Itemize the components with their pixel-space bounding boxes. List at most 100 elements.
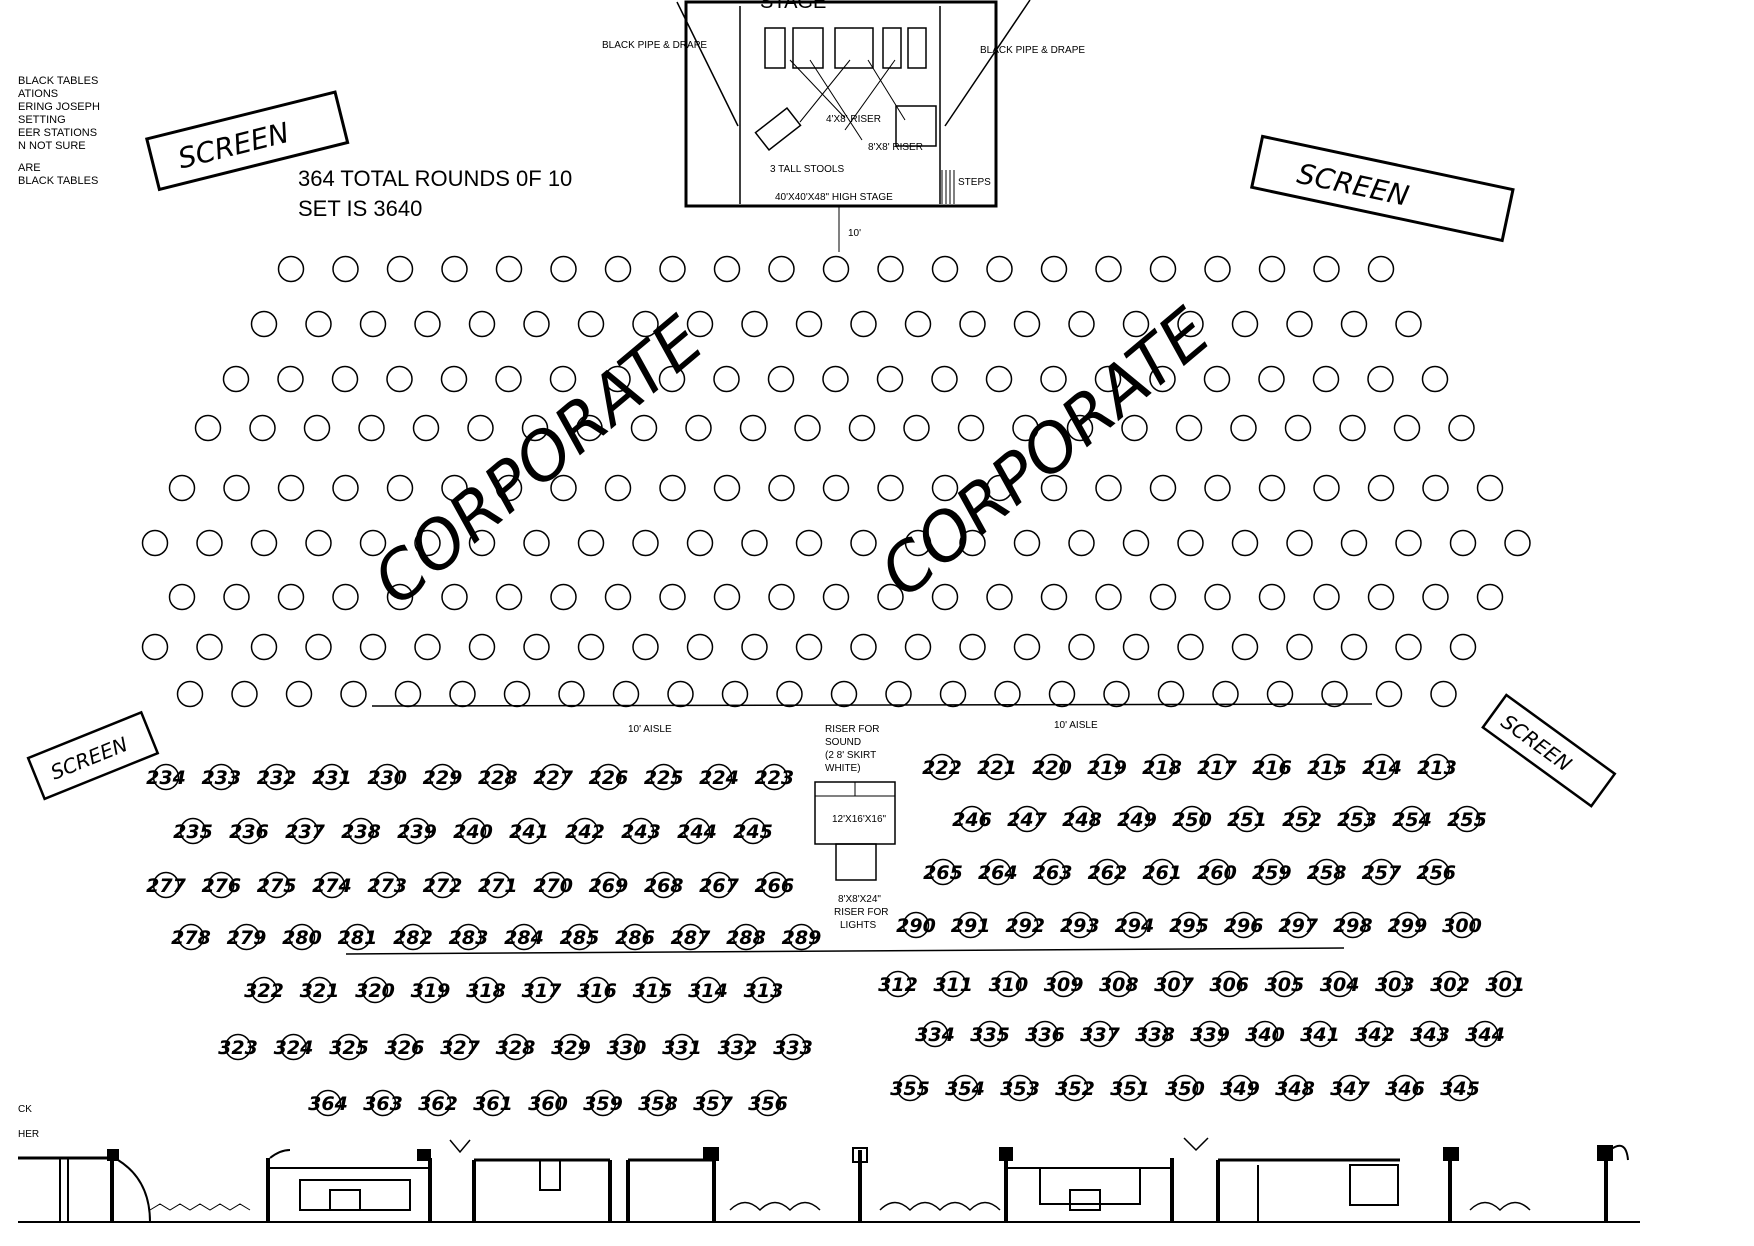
table-round: [848, 414, 876, 442]
table-number: 310: [989, 974, 1029, 996]
table-round: [250, 310, 278, 338]
table-round: [1321, 680, 1348, 708]
table-round: [822, 255, 850, 283]
table-number: 215: [1307, 757, 1347, 779]
table-round: [686, 529, 714, 557]
table-round: [1013, 805, 1041, 833]
table-number: 241: [509, 821, 549, 843]
table-round: [1339, 911, 1367, 939]
table-round: [1105, 970, 1133, 998]
table-round: [931, 474, 959, 502]
table-round: [683, 817, 711, 845]
table-round: [441, 583, 468, 611]
table-round: [776, 680, 803, 708]
table-number: 285: [560, 927, 600, 949]
legend-line: EER STATIONS: [18, 127, 97, 139]
table-round: [495, 365, 522, 393]
table-round: [332, 583, 359, 611]
table-number: 343: [1410, 1024, 1450, 1046]
table-number: 305: [1265, 974, 1305, 996]
table-number: 298: [1333, 915, 1373, 937]
table-round: [358, 414, 385, 442]
table-number: 318: [466, 980, 506, 1002]
table-number: 284: [504, 927, 544, 949]
table-round: [983, 753, 1011, 781]
table-round: [644, 1089, 672, 1117]
table-round: [768, 255, 795, 283]
table-number: 348: [1275, 1078, 1315, 1100]
table-number: 344: [1465, 1024, 1505, 1046]
table-round: [557, 1033, 585, 1061]
table-round: [403, 817, 431, 845]
table-round: [604, 255, 632, 283]
table-number: 336: [1025, 1024, 1065, 1046]
table-round: [931, 583, 959, 611]
table-number: 265: [923, 862, 963, 884]
table-number: 282: [393, 927, 433, 949]
table-round: [1476, 583, 1504, 611]
table-round: [1258, 583, 1286, 611]
table-number: 250: [1172, 809, 1212, 831]
table-round: [528, 976, 555, 1004]
table-round: [141, 633, 169, 661]
table-round: [277, 583, 305, 611]
table-round: [1203, 858, 1231, 886]
table-number: 232: [257, 767, 297, 789]
legend: BLACK TABLES ATIONS ERING JOSEPH SETTING…: [18, 75, 100, 187]
table-round: [1306, 1020, 1334, 1048]
table-round: [521, 414, 549, 442]
table-round: [1095, 474, 1122, 502]
table-round: [414, 633, 441, 661]
table-number: 328: [496, 1037, 536, 1059]
table-round: [369, 1089, 397, 1117]
table-round: [1284, 911, 1312, 939]
table-round: [468, 529, 496, 557]
table-round: [739, 414, 767, 442]
screen-label: SCREEN: [175, 116, 293, 175]
table-round: [1212, 680, 1239, 708]
table-number: 339: [1190, 1024, 1230, 1046]
table-number: 324: [274, 1037, 314, 1059]
table-number: 364: [308, 1093, 348, 1115]
legend-line: ARE: [18, 162, 41, 174]
table-round: [986, 583, 1013, 611]
table-round: [761, 763, 788, 791]
table-number: 244: [677, 821, 717, 843]
table-round: [1258, 753, 1286, 781]
table-round: [1258, 365, 1285, 393]
table-number: 325: [329, 1037, 369, 1059]
table-round: [658, 365, 686, 393]
table-round: [685, 414, 712, 442]
table-round: [1231, 633, 1259, 661]
table-number: 309: [1044, 974, 1084, 996]
table-round: [1258, 255, 1286, 283]
table-number: 349: [1220, 1078, 1260, 1100]
table-round: [224, 1033, 252, 1061]
table-round: [344, 923, 371, 951]
table-round: [595, 871, 622, 899]
table-round: [1103, 680, 1130, 708]
table-round: [904, 633, 932, 661]
table-round: [1068, 310, 1095, 338]
table-round: [705, 763, 733, 791]
table-number: 280: [282, 927, 322, 949]
table-round: [1149, 474, 1177, 502]
table-round: [1251, 1020, 1279, 1048]
table-round: [1436, 970, 1464, 998]
stage-panel: [792, 27, 824, 69]
table-round: [1233, 805, 1261, 833]
table-number: 214: [1362, 757, 1402, 779]
table-number: 267: [699, 875, 739, 897]
table-number: 291: [951, 915, 991, 937]
table-number: 256: [1416, 862, 1456, 884]
table-round: [305, 310, 332, 338]
table-number: 316: [577, 980, 617, 1002]
table-round: [1286, 310, 1313, 338]
table-number: 260: [1197, 862, 1237, 884]
table-number: 270: [533, 875, 573, 897]
table-round: [176, 680, 204, 708]
table-round: [1368, 858, 1395, 886]
table-round: [1203, 365, 1231, 393]
table-round: [583, 976, 611, 1004]
